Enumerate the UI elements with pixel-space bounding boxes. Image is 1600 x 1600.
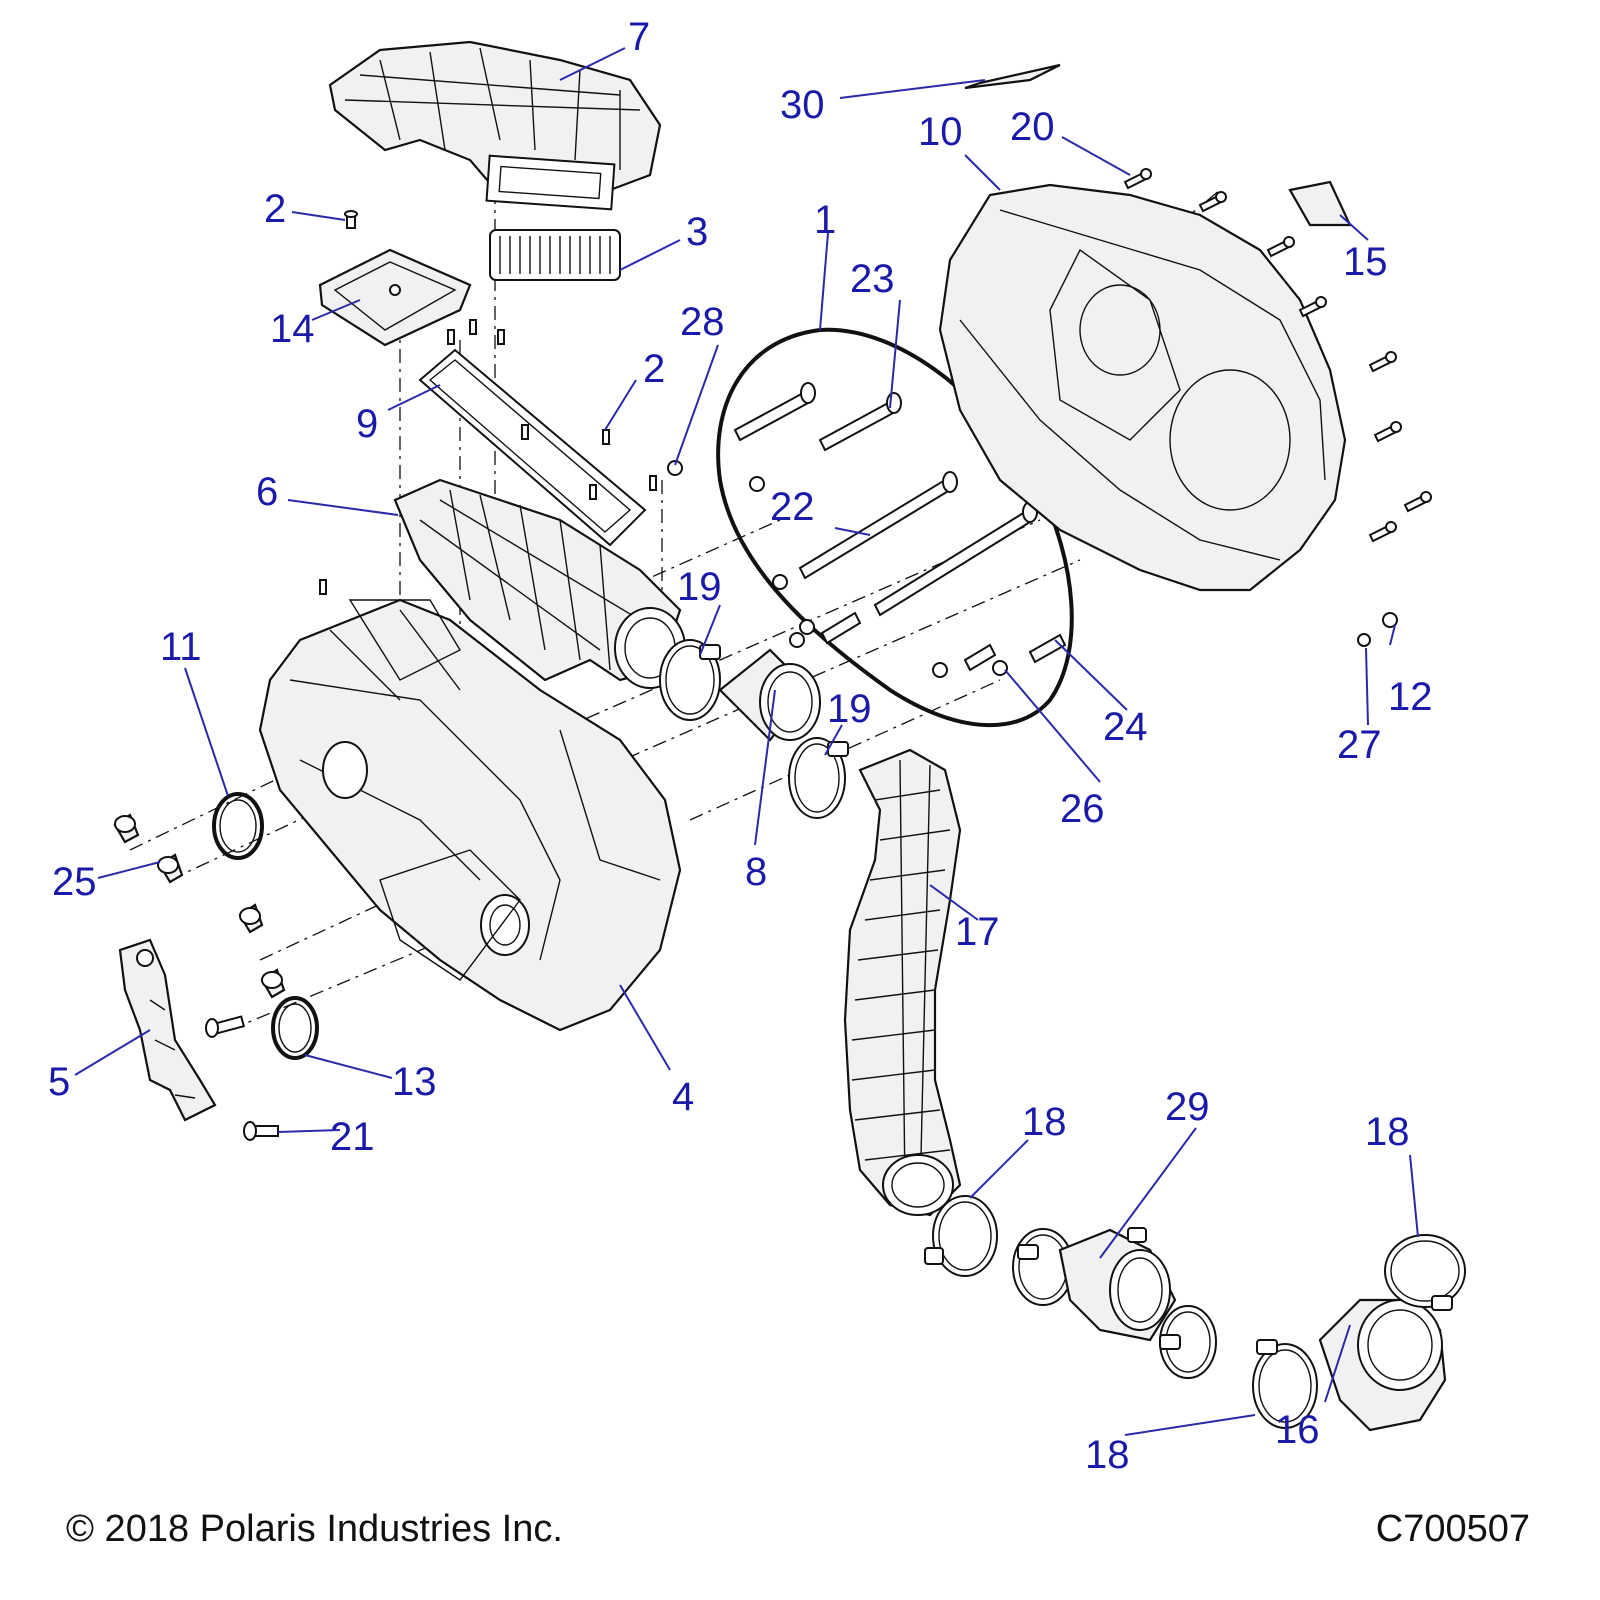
callout-11: 11	[160, 625, 202, 669]
callout-13: 13	[392, 1060, 437, 1104]
clamp-29-right	[1159, 1305, 1217, 1379]
callout-29: 29	[1165, 1085, 1210, 1129]
callout-22: 22	[770, 485, 815, 529]
callout-25: 25	[52, 860, 97, 904]
clamp-19-upper	[659, 639, 721, 721]
leader-lines	[74, 47, 1419, 1436]
screw-2-top	[344, 210, 358, 229]
callout-2: 2	[643, 347, 665, 391]
callout-18: 18	[1365, 1110, 1410, 1154]
bolt-21	[243, 1121, 279, 1141]
clamp-19-lower	[788, 737, 849, 819]
intake-screen	[489, 229, 621, 281]
clamp-18-a	[924, 1195, 998, 1277]
callout-24: 24	[1103, 705, 1148, 749]
adapter-29	[1058, 1227, 1177, 1342]
callout-18: 18	[1022, 1100, 1067, 1144]
callout-2: 2	[264, 187, 286, 231]
grommets-25	[113, 813, 286, 999]
mounting-bracket	[118, 938, 217, 1122]
decal-15	[1288, 180, 1352, 227]
clamp-18-b	[1252, 1339, 1318, 1429]
o-ring-13	[271, 996, 319, 1060]
callout-27: 27	[1337, 723, 1382, 767]
copyright-notice: © 2018 Polaris Industries Inc.	[66, 1508, 563, 1550]
callout-14: 14	[270, 307, 315, 351]
inner-clutch-cover	[258, 598, 682, 1032]
small-screws-group	[319, 319, 657, 595]
long-bolts	[733, 382, 1067, 672]
cover-plate	[318, 248, 472, 347]
callout-8: 8	[745, 850, 767, 894]
callout-labels: 1 2 2 3 4 5 6 7 8 9 10 11 12 13 14 15 16…	[48, 15, 1433, 1477]
callout-9: 9	[356, 402, 378, 446]
intake-duct-top	[328, 40, 662, 211]
callout-7: 7	[628, 15, 650, 59]
callout-3: 3	[686, 210, 708, 254]
clamp-18-c	[1384, 1234, 1466, 1311]
callout-20: 20	[1010, 105, 1055, 149]
outlet-duct	[843, 748, 962, 1217]
callout-15: 15	[1343, 240, 1388, 284]
duct-gasket	[418, 348, 647, 547]
cover-bolts-20	[1123, 168, 1432, 543]
callout-23: 23	[850, 257, 895, 301]
duct-coupler	[718, 648, 821, 742]
clamp-29-left	[1012, 1228, 1074, 1306]
callout-5: 5	[48, 1060, 70, 1104]
callout-18: 18	[1085, 1433, 1130, 1477]
drawing-number: C700507	[1375, 1508, 1530, 1550]
bolt-5-bracket	[205, 1015, 246, 1038]
callout-19: 19	[827, 687, 872, 731]
callout-28: 28	[680, 300, 725, 344]
o-ring-11	[212, 792, 264, 860]
callout-6: 6	[256, 470, 278, 514]
callout-21: 21	[330, 1115, 375, 1159]
callout-16: 16	[1275, 1408, 1320, 1452]
washers	[667, 460, 1398, 678]
callout-19: 19	[677, 565, 722, 609]
outer-clutch-cover	[938, 183, 1347, 592]
callout-17: 17	[955, 910, 1000, 954]
decal-30	[964, 63, 1061, 90]
callout-4: 4	[672, 1075, 694, 1119]
callout-1: 1	[814, 198, 836, 242]
callout-12: 12	[1388, 675, 1433, 719]
callout-26: 26	[1060, 787, 1105, 831]
callout-30: 30	[780, 83, 825, 127]
callout-10: 10	[918, 110, 963, 154]
intake-boot-16	[1318, 1298, 1447, 1432]
